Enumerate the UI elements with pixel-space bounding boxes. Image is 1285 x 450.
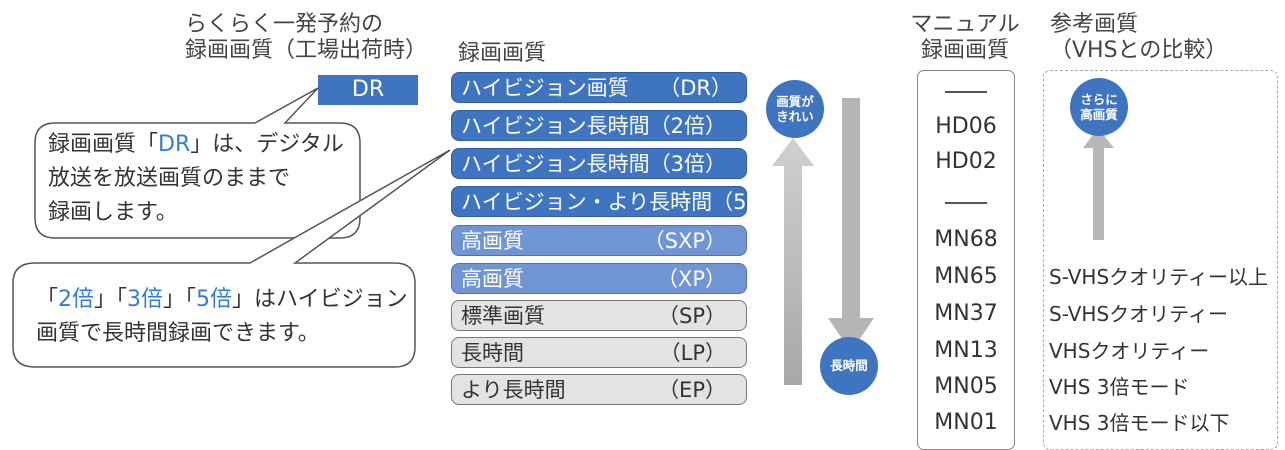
reference-item-svhs: S-VHSクオリティー: [1049, 302, 1228, 326]
long-duration-badge: 長時間: [820, 337, 878, 395]
quality-item-xp: 高画質 （XP）: [451, 263, 747, 294]
preset-dr-badge: DR: [318, 75, 418, 105]
quality-item-5x: ハイビジョン・より長時間（5倍）: [451, 186, 789, 217]
callout2-highlight-5x: 5倍: [196, 287, 233, 312]
reference-item-svhs-plus: S-VHSクオリティー以上: [1049, 265, 1268, 289]
quality-item-2x: ハイビジョン長時間（2倍）: [451, 110, 747, 141]
preset-title-line2: 録画画質（工場出荷時）: [185, 38, 428, 63]
reference-title: 参考画質 （VHSとの比較）: [1050, 12, 1227, 64]
reference-item-vhs-3x-below: VHS 3倍モード以下: [1049, 411, 1230, 435]
better-quality-badge: 画質が きれい: [766, 80, 824, 138]
manual-item-mn37: MN37: [934, 301, 998, 326]
higher-quality-badge: さらに 高画質: [1070, 78, 1128, 136]
manual-title-line2: 録画画質: [920, 38, 1009, 63]
up-arrow: [772, 138, 814, 385]
quality-item-dr: ハイビジョン画質 （DR）: [451, 72, 747, 103]
quality-item-sxp: 高画質 （SXP）: [451, 225, 747, 256]
manual-item-hd02: HD02: [935, 149, 997, 174]
callout2-bubble: [12, 149, 451, 368]
quality-item-ep: より長時間 （EP）: [451, 374, 747, 405]
manual-item-mn13: MN13: [934, 338, 998, 363]
manual-item-mn65: MN65: [934, 264, 998, 289]
manual-item-dr: [917, 77, 1015, 107]
callout2-highlight-3x: 3倍: [127, 287, 164, 312]
manual-item-5x: [917, 188, 1015, 218]
callout1-text: 録画画質「DR」は、デジタル 放送を放送画質のままで 録画します。: [48, 132, 344, 225]
manual-title-line1: マニュアル: [910, 12, 1020, 37]
manual-item-mn68: MN68: [934, 227, 998, 252]
preset-title: らくらく一発予約の 録画画質（工場出荷時）: [185, 12, 428, 64]
reference-item-vhs-3x: VHS 3倍モード: [1049, 375, 1190, 399]
callout2-text: 「2倍」「3倍」「5倍」はハイビジョン 画質で長時間録画できます。: [36, 287, 408, 346]
manual-item-hd06: HD06: [935, 114, 997, 139]
quality-item-sp: 標準画質 （SP）: [451, 300, 747, 331]
dash-mark: [945, 91, 987, 93]
reference-title-line2: （VHSとの比較）: [1050, 38, 1228, 63]
manual-item-mn01: MN01: [934, 410, 998, 435]
callout1-bubble: [34, 87, 361, 239]
quality-item-lp: 長時間 （LP）: [451, 337, 747, 368]
reference-item-vhs: VHSクオリティー: [1049, 339, 1210, 363]
callout1-highlight: DR: [158, 132, 191, 157]
quality-title: 録画画質: [458, 41, 547, 66]
reference-title-line1: 参考画質: [1050, 12, 1139, 37]
ref-up-arrow: [1083, 128, 1114, 240]
callout2-highlight-2x: 2倍: [58, 287, 95, 312]
manual-item-mn05: MN05: [934, 374, 998, 399]
diagram-shapes: [12, 87, 1114, 385]
down-arrow: [828, 98, 874, 352]
quality-item-3x: ハイビジョン長時間（3倍）: [451, 148, 747, 179]
preset-title-line1: らくらく一発予約の: [185, 12, 384, 37]
dash-mark: [945, 202, 987, 204]
manual-title: マニュアル 録画画質: [905, 12, 1025, 64]
